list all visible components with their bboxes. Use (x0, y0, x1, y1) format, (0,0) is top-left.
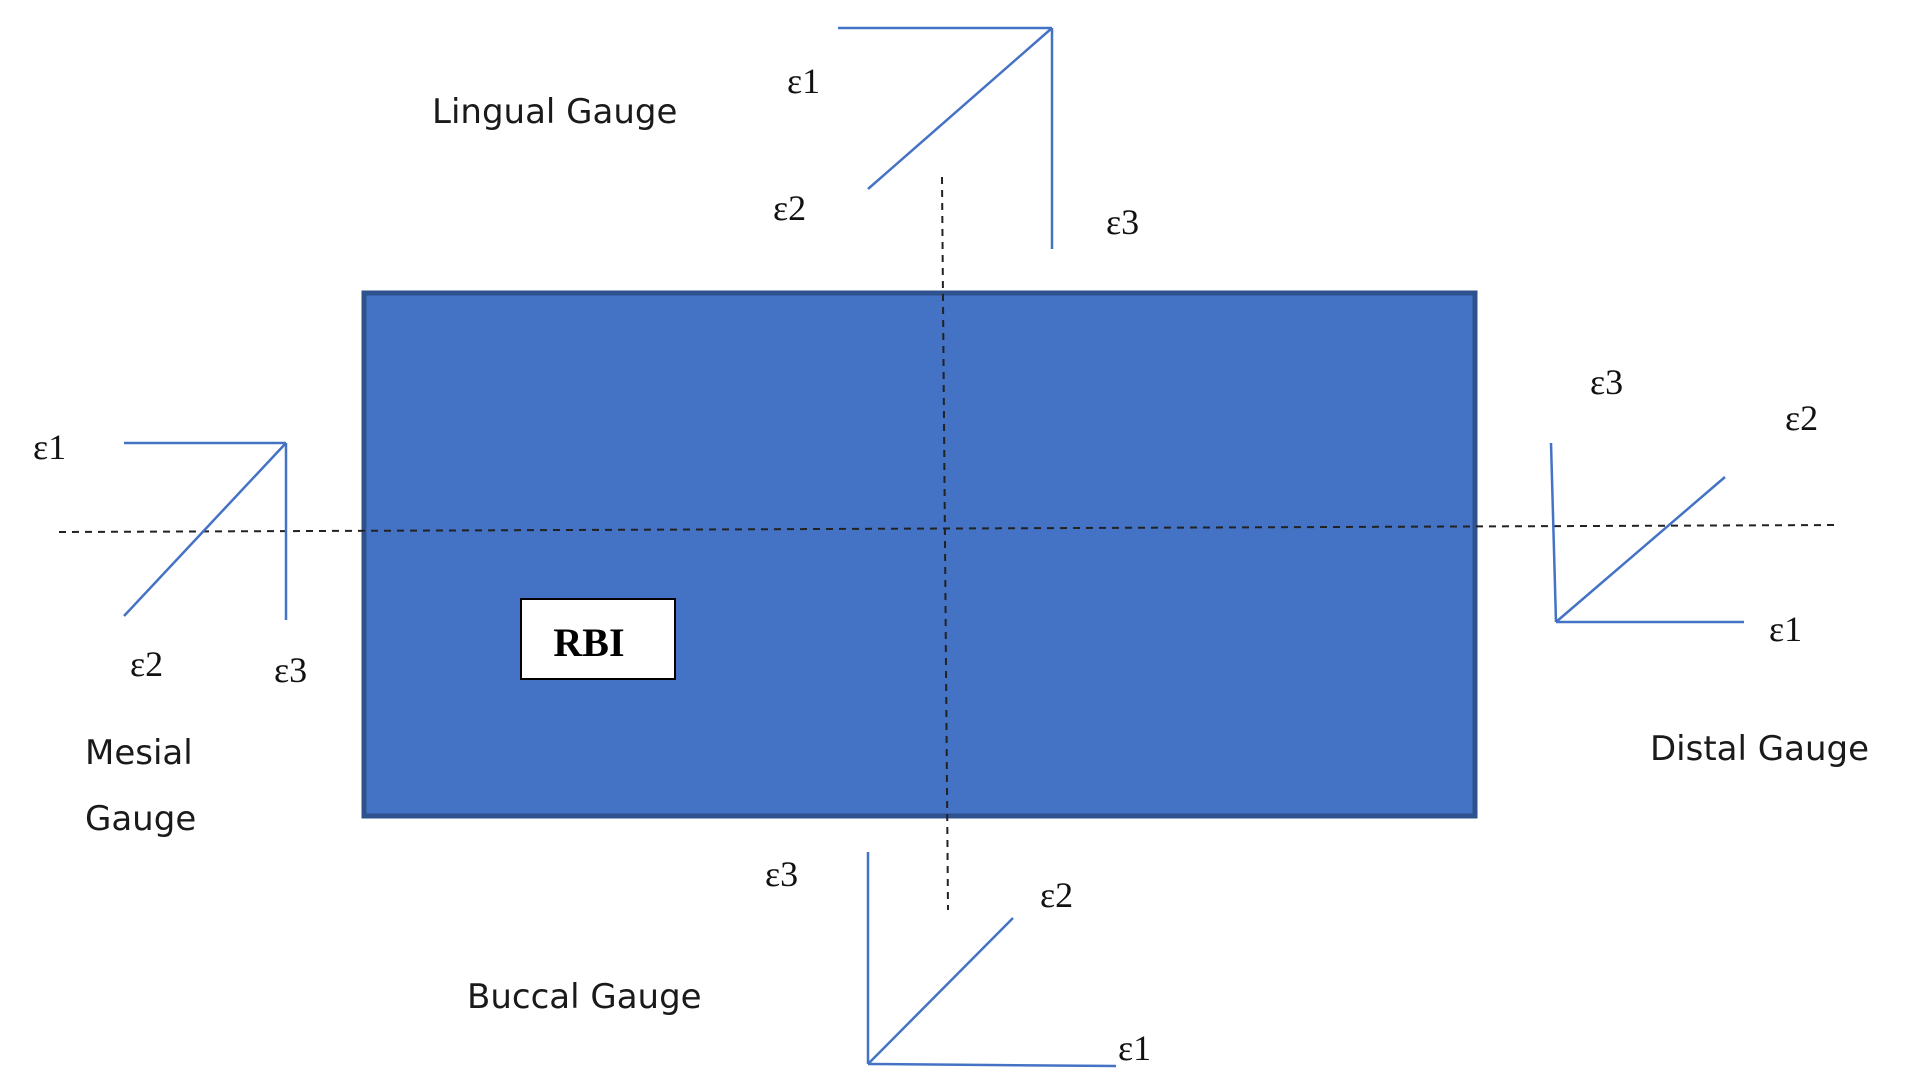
buccal-rosette (866, 852, 1117, 1068)
lingual-e2-element (867, 27, 1053, 190)
lingual-e2-label: ε2 (773, 188, 806, 228)
buccal-e1-label: ε1 (1118, 1028, 1151, 1068)
mesial-e1-label: ε1 (33, 427, 66, 467)
distal-e2-label: ε2 (1785, 398, 1818, 438)
buccal-gauge-title: Buccal Gauge (467, 977, 702, 1017)
rbi-specimen-block (361, 290, 1478, 819)
mesial-e2-label: ε2 (130, 644, 163, 684)
lingual-e3-label: ε3 (1106, 202, 1139, 242)
lingual-gauge-title: Lingual Gauge (432, 92, 677, 132)
rbi-label: RBI (553, 620, 624, 665)
distal-e2-element (1555, 476, 1726, 623)
lingual-e1-label: ε1 (787, 61, 820, 101)
buccal-e1-element (867, 1062, 1117, 1068)
distal-e3-label: ε3 (1590, 362, 1623, 402)
mesial-e2-element (123, 442, 287, 617)
distal-e3-element (1549, 442, 1558, 623)
mesial-gauge-title-line2: Gauge (85, 799, 196, 839)
mesial-e3-label: ε3 (274, 650, 307, 690)
mesial-rosette (123, 441, 288, 620)
horizontal-center-axis (58, 524, 1841, 533)
mesial-gauge-title-line1: Mesial (85, 733, 193, 773)
distal-gauge-title: Distal Gauge (1650, 729, 1869, 769)
distal-e1-label: ε1 (1769, 609, 1802, 649)
rbi-label-box: RBI (520, 598, 676, 680)
distal-rosette (1549, 442, 1744, 624)
vertical-center-axis (941, 176, 949, 911)
buccal-e2-label: ε2 (1040, 875, 1073, 915)
buccal-e2-element (867, 917, 1014, 1065)
buccal-e3-label: ε3 (765, 854, 798, 894)
lingual-rosette (838, 26, 1054, 249)
